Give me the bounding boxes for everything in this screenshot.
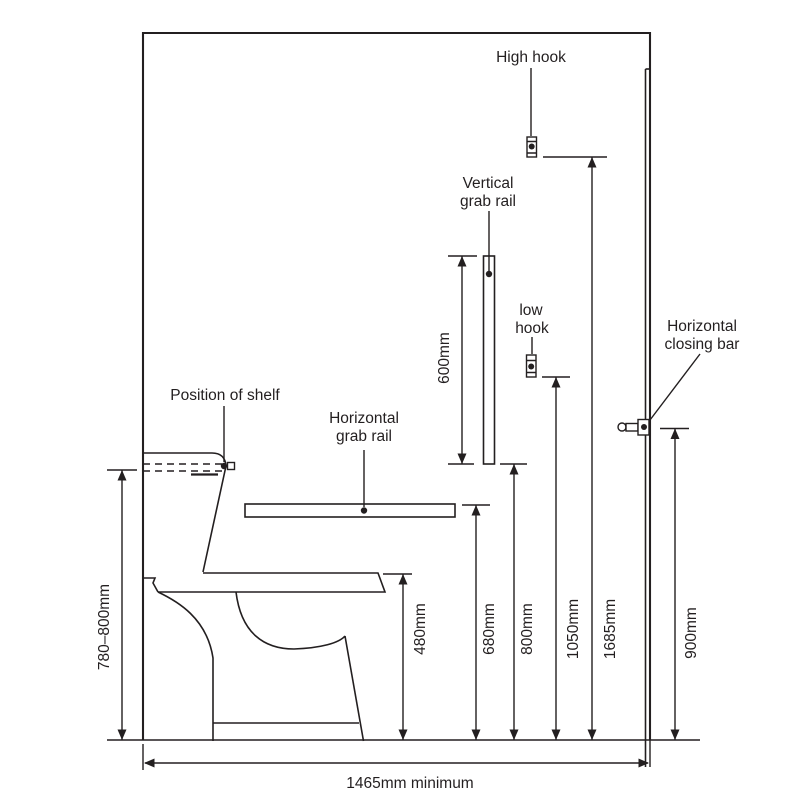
low-hook-dot bbox=[528, 363, 535, 370]
high-hook-dot bbox=[528, 143, 535, 150]
leader-lines bbox=[223, 68, 701, 507]
vertical-grab-rail bbox=[482, 255, 496, 465]
bowl-right-slant bbox=[344, 635, 365, 742]
dim-label-seat-height: 480mm bbox=[412, 603, 429, 655]
high-hook-detail-lines bbox=[527, 140, 537, 154]
seat-back-tab bbox=[143, 577, 159, 593]
down-arrow-icon bbox=[117, 729, 127, 740]
closing-bar bbox=[617, 418, 650, 436]
high-hook bbox=[526, 136, 538, 158]
up-arrow-icon bbox=[587, 157, 597, 168]
room-walls bbox=[141, 31, 652, 740]
dimension-horizontal-rail-height: 680mm bbox=[462, 504, 498, 740]
horizontal-grab-rail-leader-dot bbox=[360, 507, 368, 514]
down-arrow-icon bbox=[551, 729, 561, 740]
dimension-vertical-rail-bottom-height: 800mm bbox=[500, 463, 536, 740]
dimension-low-hook-height: 1050mm bbox=[542, 376, 582, 740]
dim-label-closing-bar-height: 900mm bbox=[683, 607, 700, 659]
up-arrow-icon bbox=[551, 377, 561, 388]
toilet-seat bbox=[158, 572, 387, 593]
shelf-marker bbox=[220, 461, 236, 471]
up-arrow-icon bbox=[457, 256, 467, 267]
annotation-labels: High hook Vertical grab rail low hook Ho… bbox=[170, 49, 739, 445]
closing-bar-dot bbox=[641, 424, 647, 430]
dimension-closing-bar-height: 900mm bbox=[660, 427, 700, 740]
dimension-vertical-rail-length: 600mm bbox=[436, 255, 477, 465]
dim-label-high-hook-height: 1685mm bbox=[602, 599, 619, 659]
up-arrow-icon bbox=[398, 574, 408, 585]
pedestal-left-curve bbox=[157, 591, 214, 741]
label-high-hook: High hook bbox=[496, 49, 566, 66]
horizontal-grab-rail-bar bbox=[244, 503, 456, 518]
dim-label-horizontal-rail-height: 680mm bbox=[481, 603, 498, 655]
dim-label-room-width: 1465mm minimum bbox=[346, 775, 473, 792]
label-low-hook-line1: low bbox=[519, 302, 543, 319]
label-horizontal-grab-rail-line1: Horizontal bbox=[329, 410, 399, 427]
low-hook bbox=[525, 354, 537, 378]
up-arrow-icon bbox=[670, 428, 680, 439]
up-arrow-icon bbox=[471, 505, 481, 516]
vertical-grab-rail-bar bbox=[482, 255, 496, 465]
shelf-marker-square bbox=[226, 461, 236, 471]
down-arrow-icon bbox=[587, 729, 597, 740]
closing-bar-arm bbox=[625, 422, 639, 432]
vertical-grab-rail-leader-dot bbox=[485, 270, 493, 278]
closing-bar-ring bbox=[617, 422, 627, 432]
up-arrow-icon bbox=[509, 464, 519, 475]
dimension-shelf-height: 780–800mm bbox=[96, 469, 137, 740]
low-hook-detail-lines bbox=[526, 359, 536, 374]
label-position-of-shelf: Position of shelf bbox=[170, 387, 280, 404]
label-vertical-grab-rail-line1: Vertical bbox=[463, 175, 514, 192]
closing-bar-leader bbox=[649, 353, 701, 421]
shelf-marker-dot bbox=[220, 462, 228, 470]
label-closing-bar-line1: Horizontal bbox=[667, 318, 737, 335]
door bbox=[644, 68, 651, 767]
down-arrow-icon bbox=[398, 729, 408, 740]
dim-label-shelf-height: 780–800mm bbox=[96, 584, 113, 670]
down-arrow-icon bbox=[509, 729, 519, 740]
horizontal-grab-rail bbox=[244, 503, 456, 518]
dimension-seat-height: 480mm bbox=[383, 573, 429, 740]
label-vertical-grab-rail-line2: grab rail bbox=[460, 193, 516, 210]
label-closing-bar-line2: closing bar bbox=[665, 336, 740, 353]
down-arrow-icon bbox=[457, 453, 467, 464]
down-arrow-icon bbox=[471, 729, 481, 740]
dim-label-vertical-rail-bottom-height: 800mm bbox=[519, 603, 536, 655]
dim-label-low-hook-height: 1050mm bbox=[565, 599, 582, 659]
up-arrow-icon bbox=[117, 470, 127, 481]
right-arrow-icon bbox=[638, 758, 649, 768]
label-horizontal-grab-rail-line2: grab rail bbox=[336, 428, 392, 445]
left-arrow-icon bbox=[144, 758, 155, 768]
bowl-arc bbox=[235, 591, 346, 650]
dimension-room-width: 1465mm minimum bbox=[142, 744, 649, 792]
down-arrow-icon bbox=[670, 729, 680, 740]
toilet bbox=[143, 452, 387, 742]
dimension-high-hook-height: 1685mm bbox=[543, 156, 619, 740]
label-low-hook-line2: hook bbox=[515, 320, 549, 337]
dim-label-vertical-rail-length: 600mm bbox=[436, 332, 453, 384]
